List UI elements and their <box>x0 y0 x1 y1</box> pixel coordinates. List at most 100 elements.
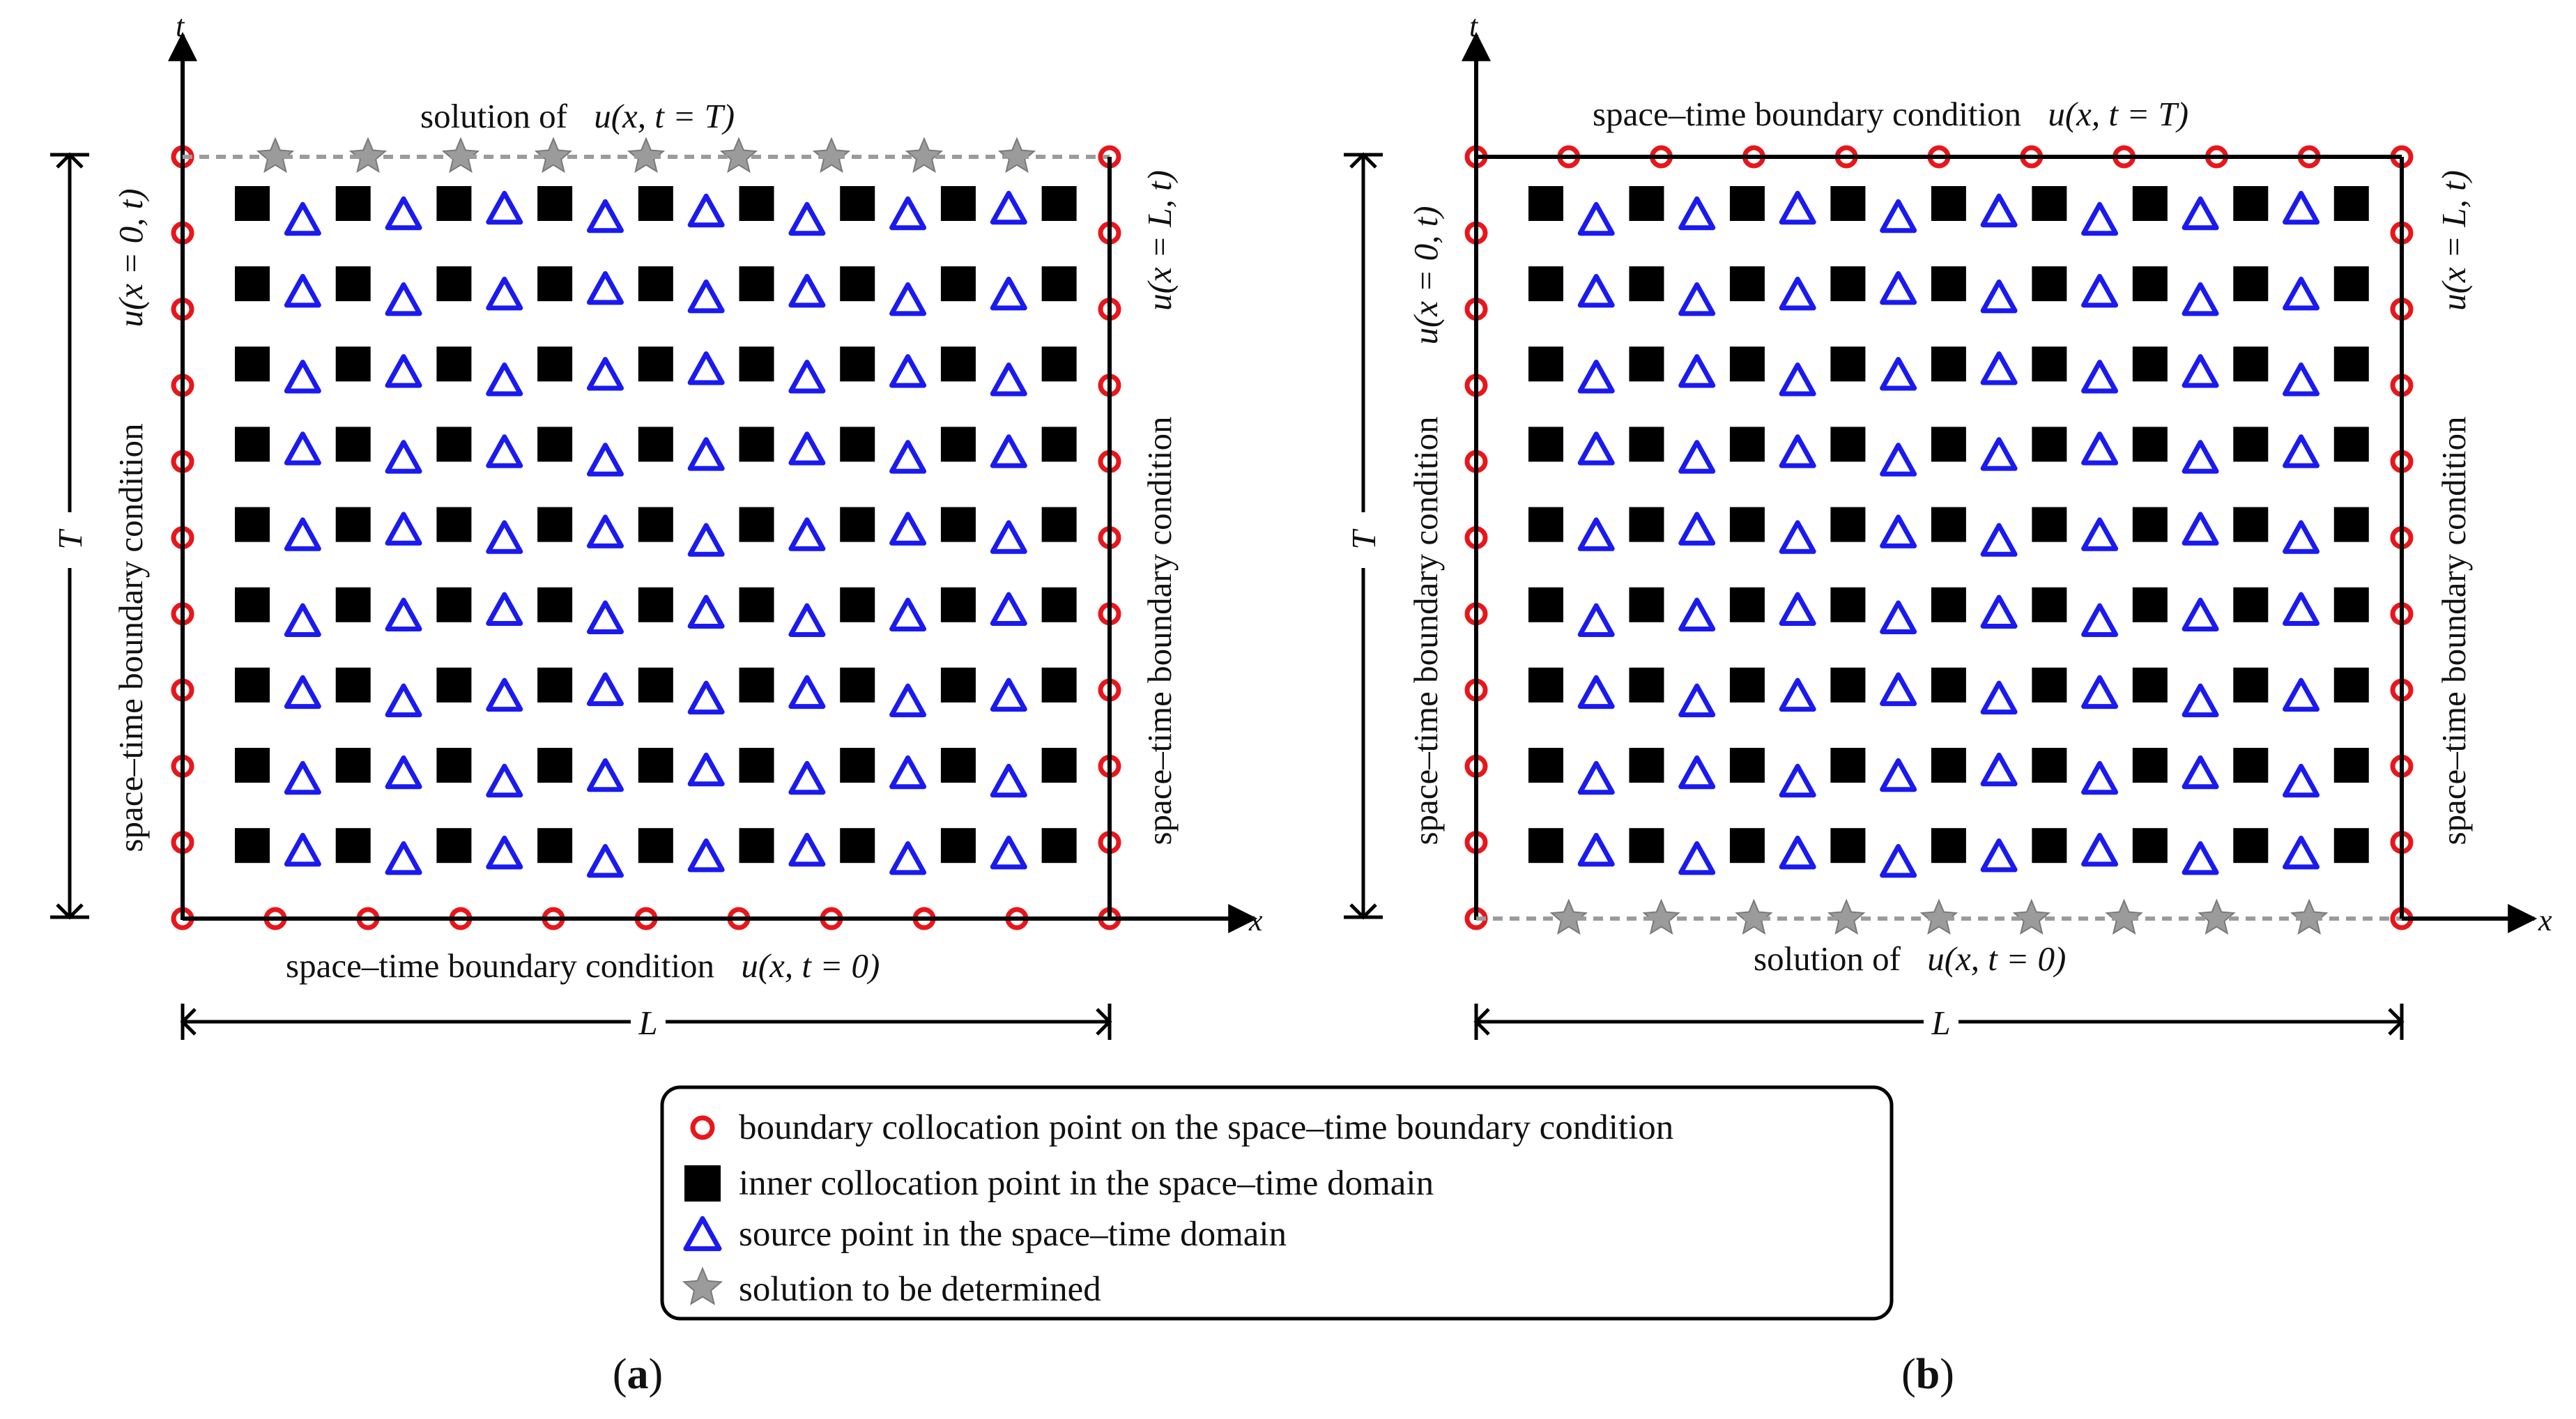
inner-point <box>1830 748 1866 783</box>
legend: boundary collocation point on the space–… <box>660 1085 1894 1321</box>
source-point <box>385 440 422 474</box>
inner-point <box>2333 266 2369 302</box>
inner-point <box>1830 186 1866 221</box>
bottom-label-math: u(x, t = 0) <box>1927 939 2066 978</box>
source-point <box>2081 273 2119 308</box>
inner-point <box>537 667 573 703</box>
source-point <box>687 838 725 873</box>
source-point <box>1577 603 1615 637</box>
source-point <box>990 763 1027 798</box>
source-point <box>990 276 1027 311</box>
source-point <box>2081 832 2119 867</box>
inner-point <box>840 667 875 703</box>
inner-point <box>739 427 774 462</box>
inner-point <box>2233 587 2269 622</box>
source-point <box>1880 270 1917 305</box>
inner-point <box>2032 427 2067 462</box>
inner-point <box>1629 587 1664 622</box>
source-point <box>687 752 725 787</box>
inner-point <box>739 748 774 783</box>
inner-point <box>1931 266 1966 302</box>
source-point <box>1980 193 2018 228</box>
source-point <box>889 512 927 546</box>
source-point <box>1577 431 1615 466</box>
inner-point <box>1528 748 1563 783</box>
inner-point <box>235 427 270 462</box>
source-point <box>1880 758 1917 792</box>
inner-point <box>940 828 976 864</box>
source-point <box>486 434 523 468</box>
source-point <box>2182 841 2219 875</box>
source-point <box>586 199 624 233</box>
source-point <box>1980 523 2018 557</box>
inner-point <box>840 828 875 864</box>
inner-point <box>537 266 573 302</box>
t-axis-label: t <box>176 9 185 43</box>
source-point <box>990 362 1027 397</box>
source-point <box>1880 600 1917 634</box>
source-point <box>586 270 624 305</box>
source-point <box>687 523 725 557</box>
source-point <box>284 273 321 308</box>
inner-point <box>840 587 875 622</box>
inner-point <box>1830 587 1866 622</box>
source-point <box>284 201 321 236</box>
source-point <box>1678 354 1716 388</box>
inner-point <box>2233 667 2269 703</box>
left-side-math: u(x = 0, t) <box>1406 206 1445 344</box>
bottom-label: solution of u(x, t = 0) <box>1754 939 2066 978</box>
source-point <box>687 437 725 471</box>
inner-point <box>1931 427 1966 462</box>
inner-point <box>1041 667 1077 703</box>
source-point <box>889 354 927 388</box>
inner-point <box>638 667 673 703</box>
inner-point <box>940 266 976 302</box>
source-point <box>486 520 523 554</box>
source-point <box>284 603 321 637</box>
inner-point <box>436 828 472 864</box>
source-point <box>889 196 927 231</box>
source-point <box>1880 357 1917 391</box>
source-point <box>687 595 725 629</box>
t-axis-label: t <box>1469 9 1479 43</box>
right-side-math: u(x = L, t) <box>2435 170 2473 311</box>
inner-point <box>2233 507 2269 542</box>
inner-point <box>235 346 270 382</box>
inner-point <box>1629 507 1664 542</box>
top-label-prefix: solution of <box>420 97 568 135</box>
inner-point <box>2233 748 2269 783</box>
solution-point <box>2105 898 2143 935</box>
source-point <box>2081 760 2119 795</box>
inner-point <box>739 346 774 382</box>
inner-point <box>2233 186 2269 221</box>
inner-point <box>1041 266 1077 302</box>
solution-point <box>627 137 666 174</box>
inner-point <box>335 427 371 462</box>
inner-point <box>436 587 472 622</box>
inner-point <box>1931 587 1966 622</box>
inner-point <box>739 266 774 302</box>
source-point <box>486 190 523 225</box>
x-axis-label: x <box>2538 903 2552 937</box>
source-point <box>1577 517 1615 551</box>
source-point <box>586 514 624 549</box>
source-point <box>2081 517 2119 551</box>
legend-item-boundary: boundary collocation point on the space–… <box>739 1108 1673 1147</box>
source-point <box>1577 360 1615 394</box>
inner-point <box>2032 346 2067 382</box>
source-point <box>990 592 1027 626</box>
inner-point <box>840 507 875 542</box>
inner-point <box>1629 667 1664 703</box>
inner-point <box>2333 427 2369 462</box>
inner-point <box>739 828 774 864</box>
top-label-prefix: space–time boundary condition <box>1593 95 2021 133</box>
inner-point <box>2032 507 2067 542</box>
solution-point <box>1919 898 1958 935</box>
inner-point <box>1729 266 1765 302</box>
inner-point <box>739 587 774 622</box>
inner-point <box>1041 748 1077 783</box>
source-point <box>990 520 1027 554</box>
inner-point <box>537 828 573 864</box>
solution-point <box>997 137 1036 174</box>
left-side-math: u(x = 0, t) <box>112 188 150 327</box>
